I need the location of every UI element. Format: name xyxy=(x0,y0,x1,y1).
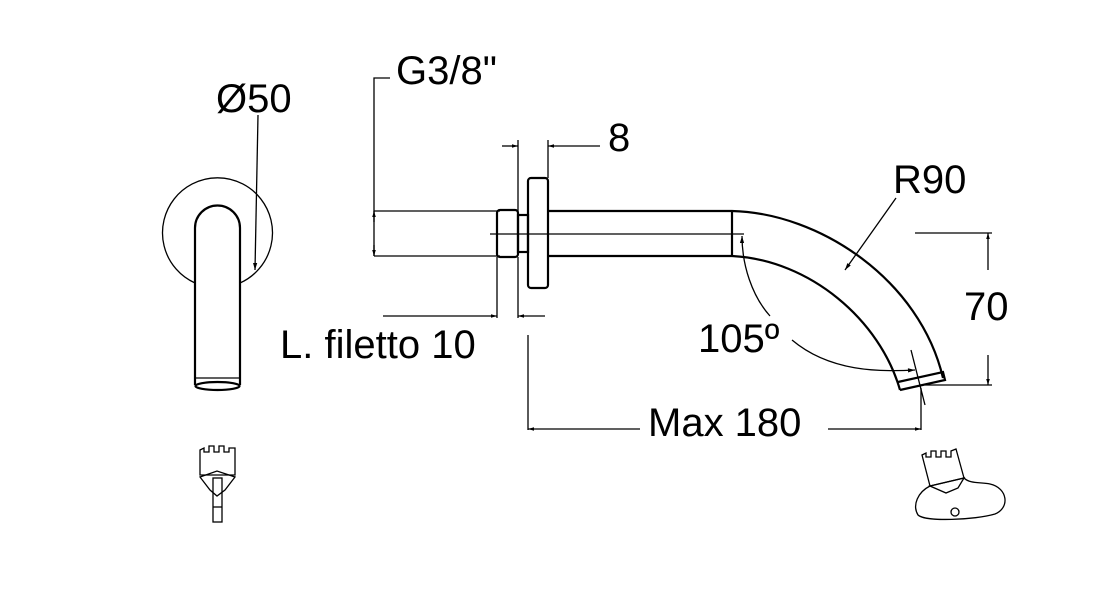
bend-outer xyxy=(731,209,945,379)
outlet xyxy=(897,370,947,392)
spout-tube xyxy=(193,204,242,385)
thread-leader xyxy=(373,77,390,256)
height-label: 70 xyxy=(964,285,1009,329)
bend-inner xyxy=(731,254,902,391)
thread-length-label: L. filetto 10 xyxy=(280,323,476,367)
side-view: G3/8" 8 L. filetto 10 Max 180 xyxy=(280,49,1009,445)
diameter-label: Ø50 xyxy=(216,77,292,121)
max-length-label: Max 180 xyxy=(648,401,801,445)
aerator-key-icon xyxy=(198,445,237,523)
thread-label: G3/8" xyxy=(396,49,497,93)
diameter-leader xyxy=(253,114,259,271)
angle-label: 105º xyxy=(698,317,780,361)
radius-label: R90 xyxy=(893,158,966,202)
front-view: Ø50 xyxy=(161,77,292,392)
wall-flange-circle xyxy=(161,177,274,284)
flange xyxy=(526,176,550,290)
aerator xyxy=(194,380,241,392)
flange-thickness-label: 8 xyxy=(608,116,630,160)
aerator-key-icon xyxy=(915,448,1006,521)
